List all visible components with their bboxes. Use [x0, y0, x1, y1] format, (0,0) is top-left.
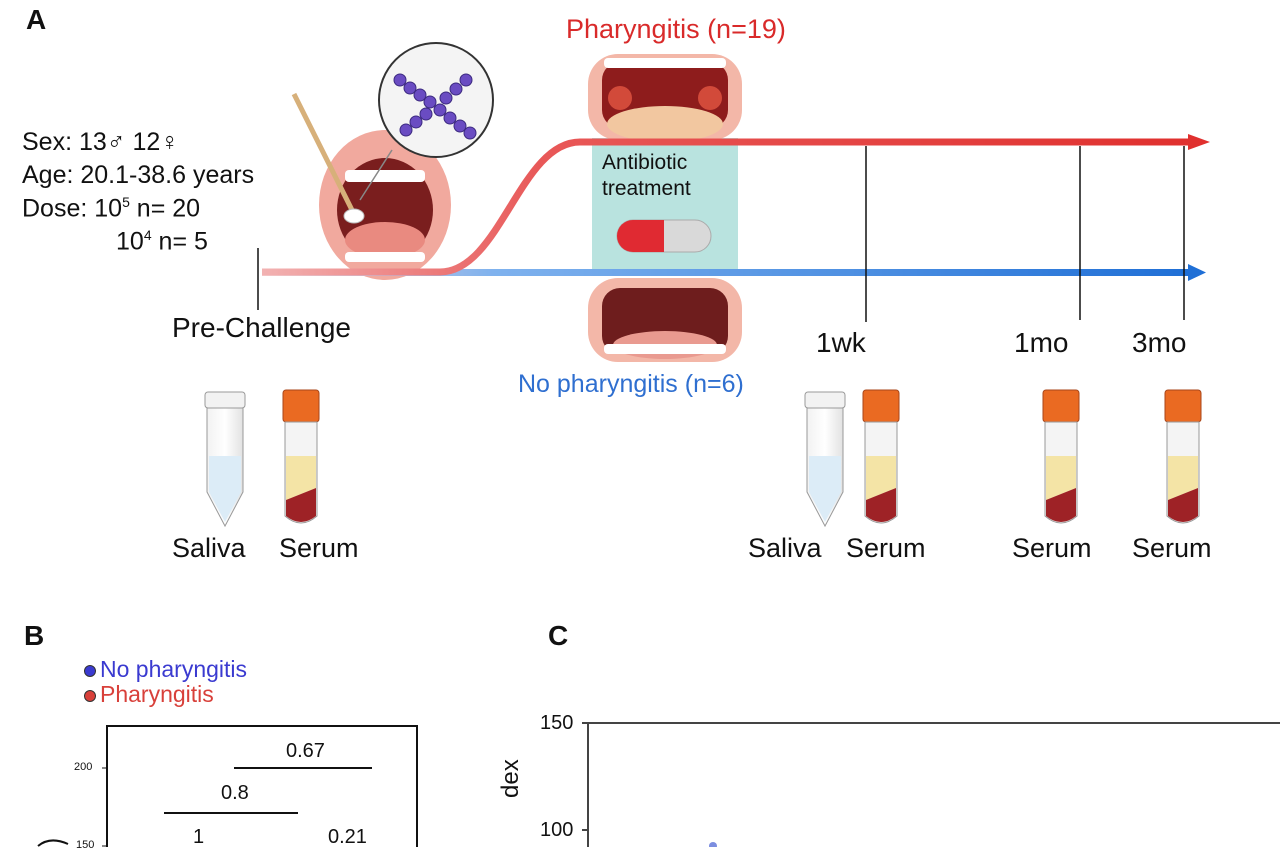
panel-b-ylabel-fragment: [37, 839, 69, 847]
pharyngitis-arrowhead: [1188, 134, 1210, 150]
panel-c-ylabel: dex: [497, 759, 524, 798]
panel-c-ytick-label-100: 100: [540, 819, 574, 841]
dose-count-1: n= 20: [129, 194, 201, 223]
tube-label-serum-3: Serum: [1012, 533, 1092, 563]
panel-b-plot: [37, 725, 418, 847]
panel-b-letter: B: [24, 620, 45, 651]
timepoint-1wk: 1wk: [816, 327, 866, 358]
pharyngitis-group-label: Pharyngitis (n=19): [566, 14, 786, 44]
serum-tube-4: [1164, 389, 1202, 524]
dose-exponent-2: 4: [143, 227, 152, 243]
panel-b-legend: No pharyngitis Pharyngitis: [84, 656, 248, 708]
tube-label-serum-1: Serum: [279, 533, 359, 563]
pharyngitis-throat-illustration: [588, 54, 742, 142]
serum-tube-2: [862, 389, 900, 524]
legend-item-pharyngitis: Pharyngitis: [84, 682, 247, 707]
legend-dot-red: [84, 690, 96, 703]
panel-c-letter: C: [548, 620, 569, 651]
legend-dot-blue: [84, 664, 96, 677]
legend-label-no-pharyngitis: No pharyngitis: [100, 656, 248, 682]
panel-b-plot-frame: [106, 725, 418, 847]
serum-tube-1: [282, 389, 320, 524]
antibiotic-label-line2: treatment: [602, 177, 691, 201]
throat-swab: [291, 92, 357, 216]
dose-exponent-1: 5: [122, 194, 130, 210]
antibiotic-label: Antibiotic treatment: [602, 150, 691, 203]
tube-label-serum-2: Serum: [846, 533, 926, 563]
dose-line-1: Dose: 105 n= 20: [22, 194, 200, 223]
panel-a-letter: A: [26, 4, 47, 35]
age-line: Age: 20.1-38.6 years: [22, 161, 255, 189]
dose-prefix: Dose: 10: [22, 194, 123, 223]
antibiotic-pill-icon: [616, 219, 712, 253]
serum-tube-3: [1042, 389, 1080, 524]
pre-challenge-label: Pre-Challenge: [172, 312, 351, 343]
panel-c-data-point: [709, 842, 717, 847]
saliva-tube-2: [804, 391, 846, 528]
tube-label-saliva-2: Saliva: [748, 533, 822, 563]
saliva-tube-1: [204, 391, 246, 528]
dose-line-2: 104 n= 5: [116, 227, 208, 256]
panel-c-ytick-label-150: 150: [540, 712, 574, 734]
legend-item-no-pharyngitis: No pharyngitis: [84, 656, 248, 682]
challenge-mouth-illustration: [319, 130, 451, 280]
tube-label-serum-4: Serum: [1132, 533, 1212, 563]
tube-label-saliva-1: Saliva: [172, 533, 246, 563]
dose-base-2: 10: [116, 227, 144, 256]
no-pharyngitis-throat-illustration: [588, 278, 742, 362]
timepoint-3mo: 3mo: [1132, 327, 1187, 358]
timepoint-1mo: 1mo: [1014, 327, 1069, 358]
panel-a-timeline-graphic: [204, 42, 1210, 528]
dose-count-2: n= 5: [151, 227, 208, 256]
panel-b-ytick-label-200: 200: [74, 761, 93, 773]
pharyngitis-timeline: [262, 138, 1190, 276]
no-pharyngitis-timeline: [262, 269, 1190, 276]
p-value-08: 0.8: [221, 782, 249, 804]
no-pharyngitis-arrowhead: [1188, 264, 1206, 281]
p-value-021: 0.21: [328, 826, 367, 848]
p-value-067: 0.67: [286, 740, 325, 762]
p-value-1: 1: [193, 826, 205, 848]
antibiotic-label-line1: Antibiotic: [602, 151, 688, 174]
panel-b-ytick-label-150: 150: [76, 839, 95, 851]
no-pharyngitis-group-label: No pharyngitis (n=6): [518, 370, 744, 398]
panel-c-plot: [582, 722, 1280, 847]
legend-label-pharyngitis: Pharyngitis: [100, 681, 214, 708]
sex-line: Sex: 13♂ 12♀: [22, 128, 180, 156]
